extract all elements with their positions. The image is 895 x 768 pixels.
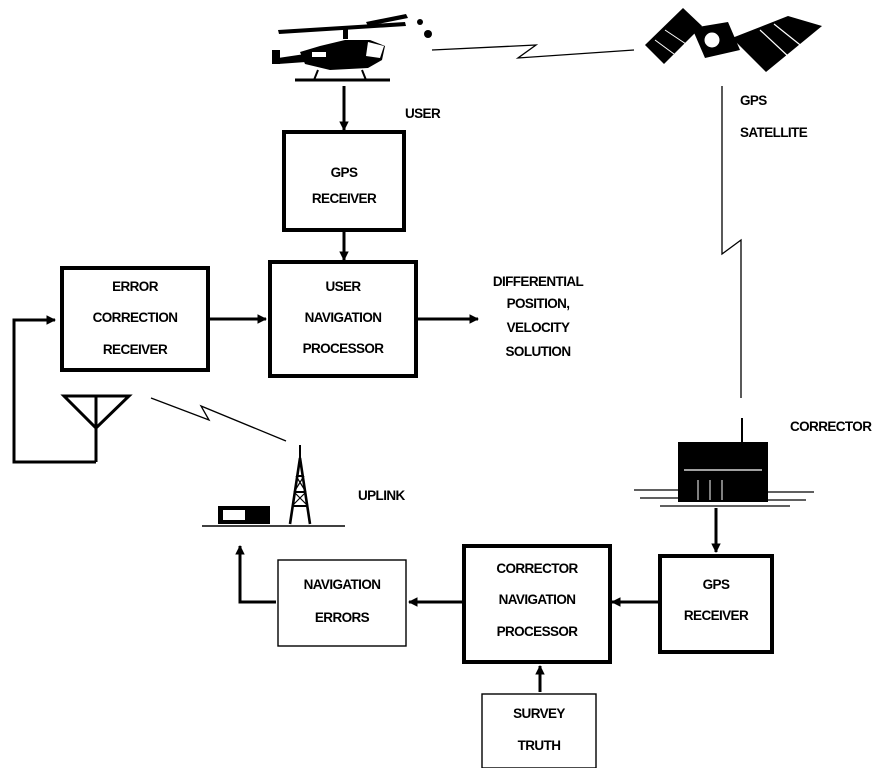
uplink-tower-icon — [202, 445, 345, 526]
user-label: USER — [405, 106, 441, 121]
box-line: CORRECTOR — [496, 561, 578, 576]
satellite-user-radio-link — [432, 45, 634, 58]
error-correction-receiver-box: ERROR CORRECTION RECEIVER — [62, 268, 208, 370]
box-line: RECEIVER — [103, 342, 168, 357]
box-line: ERRORS — [315, 610, 370, 625]
box-line: PROCESSOR — [497, 624, 579, 639]
gps-satellite-label: GPS — [740, 93, 767, 108]
uplink-antenna-radio-link — [151, 398, 286, 441]
helicopter-icon — [272, 14, 432, 80]
survey-truth-box: SURVEY TRUTH — [482, 694, 596, 768]
satellite-corrector-radio-link — [722, 86, 741, 398]
antenna-icon — [64, 396, 129, 462]
box-line: SURVEY — [513, 706, 565, 721]
corrector-gps-receiver-box: GPS RECEIVER — [660, 556, 772, 652]
differential-output-label: DIFFERENTIAL — [493, 274, 584, 289]
differential-output-label: POSITION, — [507, 296, 570, 311]
box-line: CORRECTION — [93, 310, 178, 325]
navigation-errors-box: NAVIGATION ERRORS — [278, 560, 406, 646]
box-line: RECEIVER — [684, 608, 749, 623]
corrector-label: CORRECTOR — [790, 419, 872, 434]
box-line: RECEIVER — [312, 191, 377, 206]
user-gps-receiver-box: GPS RECEIVER — [284, 132, 404, 230]
box-line: ERROR — [112, 279, 159, 294]
differential-output-label: VELOCITY — [507, 320, 570, 335]
corrector-navigation-processor-box: CORRECTOR NAVIGATION PROCESSOR — [464, 546, 610, 662]
box-line: NAVIGATION — [304, 577, 381, 592]
corrector-station-icon — [634, 418, 814, 506]
box-line: USER — [325, 279, 361, 294]
box-line: NAVIGATION — [499, 592, 576, 607]
box-line: PROCESSOR — [303, 341, 385, 356]
box-line: NAVIGATION — [305, 310, 382, 325]
uplink-label: UPLINK — [358, 488, 406, 503]
box-line: TRUTH — [518, 738, 561, 753]
box-line: GPS — [331, 165, 358, 180]
differential-output-label: SOLUTION — [506, 344, 571, 359]
satellite-icon — [645, 8, 822, 72]
user-navigation-processor-box: USER NAVIGATION PROCESSOR — [270, 262, 416, 376]
gps-satellite-label: SATELLITE — [740, 125, 808, 140]
box-line: GPS — [703, 577, 730, 592]
